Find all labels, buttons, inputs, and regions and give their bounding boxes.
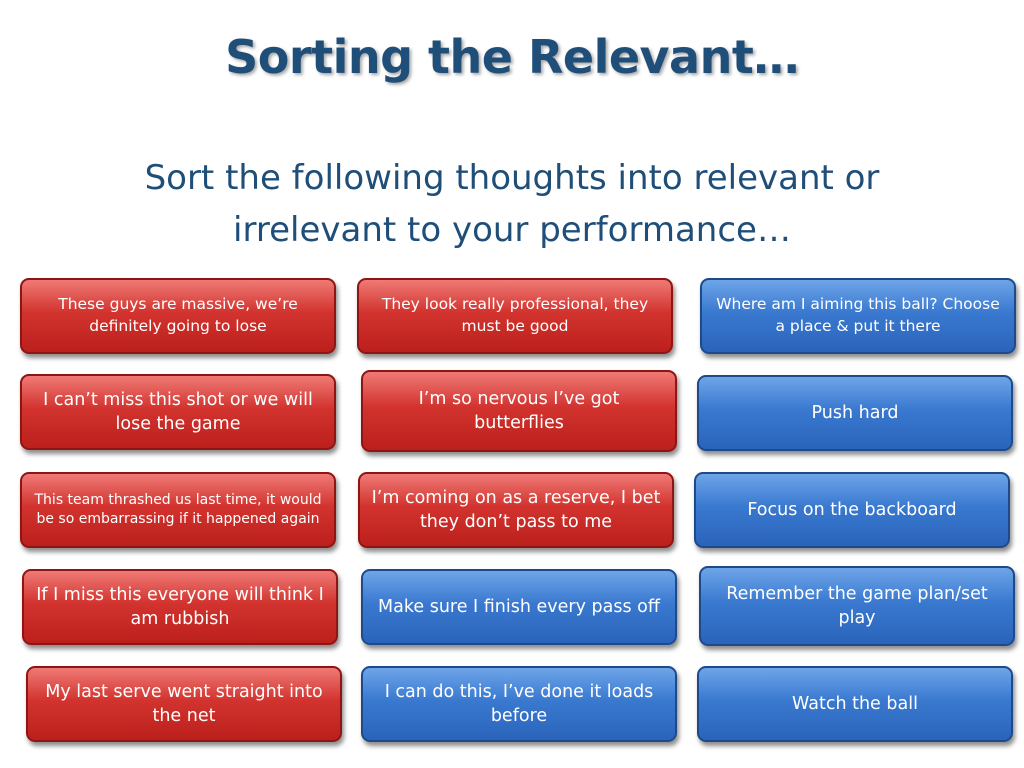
thought-card-rubbish[interactable]: If I miss this everyone will think I am …	[22, 569, 338, 645]
subtitle-line-1: Sort the following thoughts into relevan…	[144, 158, 880, 198]
thought-card-cant-miss[interactable]: I can’t miss this shot or we will lose t…	[20, 374, 336, 450]
slide-title: Sorting the Relevant…	[225, 30, 799, 84]
thought-card-aiming[interactable]: Where am I aiming this ball? Choose a pl…	[700, 278, 1016, 354]
thought-card-backboard[interactable]: Focus on the backboard	[694, 472, 1010, 548]
thought-card-professional[interactable]: They look really professional, they must…	[357, 278, 673, 354]
thought-card-push-hard[interactable]: Push hard	[697, 375, 1013, 451]
thought-card-thrashed[interactable]: This team thrashed us last time, it woul…	[20, 472, 336, 548]
thought-card-finish-pass[interactable]: Make sure I finish every pass off	[361, 569, 677, 645]
thought-card-last-serve[interactable]: My last serve went straight into the net	[26, 666, 342, 742]
thought-card-watch-ball[interactable]: Watch the ball	[697, 666, 1013, 742]
thought-card-reserve[interactable]: I’m coming on as a reserve, I bet they d…	[358, 472, 674, 548]
thought-card-massive[interactable]: These guys are massive, we’re definitely…	[20, 278, 336, 354]
thought-card-done-before[interactable]: I can do this, I’ve done it loads before	[361, 666, 677, 742]
thought-card-nervous[interactable]: I’m so nervous I’ve got butterflies	[361, 370, 677, 452]
subtitle-line-2: irrelevant to your performance…	[233, 210, 791, 250]
slide-subtitle: Sort the following thoughts into relevan…	[60, 152, 964, 256]
thought-card-game-plan[interactable]: Remember the game plan/set play	[699, 566, 1015, 646]
